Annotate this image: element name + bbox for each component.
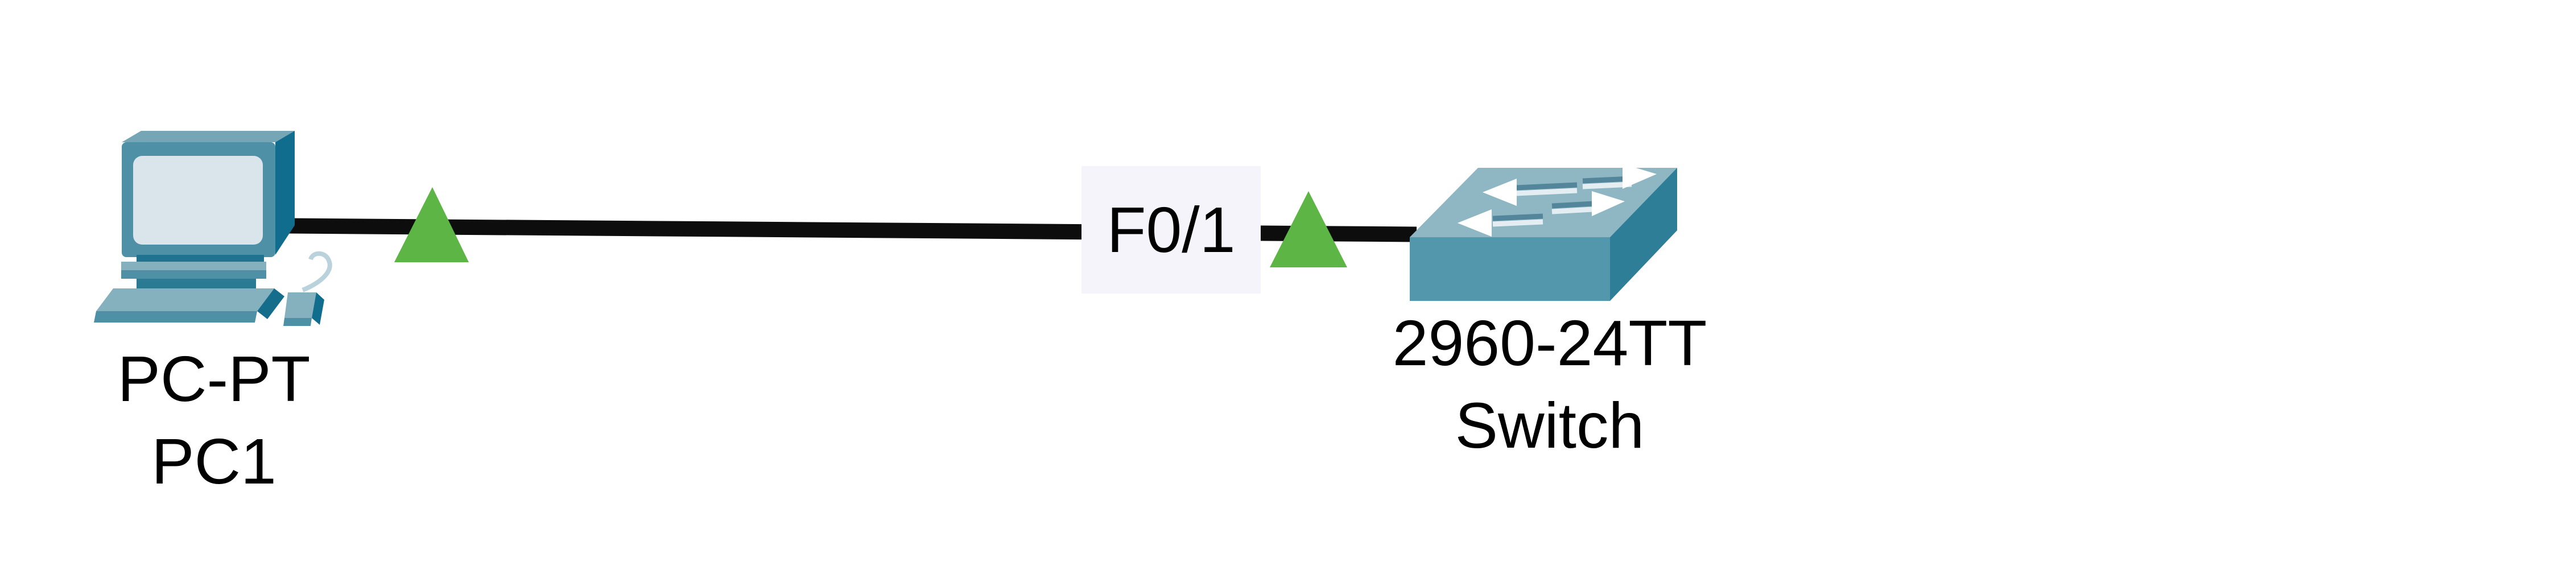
port-label-text: F0/1 bbox=[1107, 194, 1236, 266]
pc-keyboard-side bbox=[257, 288, 284, 319]
pc-mouse-side bbox=[312, 292, 324, 325]
pc-monitor-top-face bbox=[122, 131, 295, 142]
pc-base-plate-front bbox=[121, 270, 266, 279]
port-label: F0/1 bbox=[1081, 166, 1261, 294]
pc-keyboard-front bbox=[94, 311, 257, 323]
switch-arrow-groove-dark bbox=[1551, 201, 1594, 209]
pc-base-plate-top bbox=[121, 262, 266, 270]
switch-arrow-groove-dark bbox=[1515, 182, 1578, 191]
switch-left-arrow-icon bbox=[1458, 209, 1492, 237]
switch-left-arrow-icon bbox=[1483, 179, 1517, 206]
switch-arrow-groove-dark bbox=[1492, 213, 1543, 221]
pc-mouse-top bbox=[284, 292, 316, 318]
switch-right-arrow-icon bbox=[1592, 191, 1625, 216]
pc-device-icon[interactable] bbox=[94, 131, 332, 326]
switch-front-face bbox=[1410, 237, 1610, 301]
pc-monitor-neck bbox=[137, 255, 264, 263]
switch-arrow-groove-light bbox=[1515, 188, 1578, 196]
link-status-up-triangle-icon-switch-end bbox=[1270, 191, 1347, 267]
switch-device-icon[interactable] bbox=[1410, 164, 1677, 301]
pc-base-block bbox=[137, 279, 256, 288]
switch-arrow-groove-light bbox=[1492, 219, 1543, 227]
pc-mouse-front bbox=[283, 318, 312, 326]
link-status-up-triangle-icon-pc-end bbox=[394, 187, 469, 262]
pc-keyboard-top bbox=[96, 288, 274, 311]
switch-arrow-groove-light bbox=[1551, 206, 1594, 214]
switch-label-block: 2960-24TT Switch bbox=[1393, 302, 1707, 467]
pc-monitor-side-face bbox=[275, 131, 295, 255]
switch-side-face bbox=[1610, 168, 1677, 301]
pc-mouse-cord bbox=[302, 251, 332, 292]
switch-model-label: 2960-24TT bbox=[1392, 307, 1707, 379]
switch-name-label: Switch bbox=[1455, 390, 1645, 461]
pc-model-label: PC-PT bbox=[117, 343, 311, 415]
pc-monitor-screen bbox=[133, 156, 263, 245]
pc-label-block: PC-PT PC1 bbox=[118, 338, 311, 503]
switch-right-arrow-icon bbox=[1623, 164, 1657, 189]
pc-name-label: PC1 bbox=[151, 425, 276, 497]
